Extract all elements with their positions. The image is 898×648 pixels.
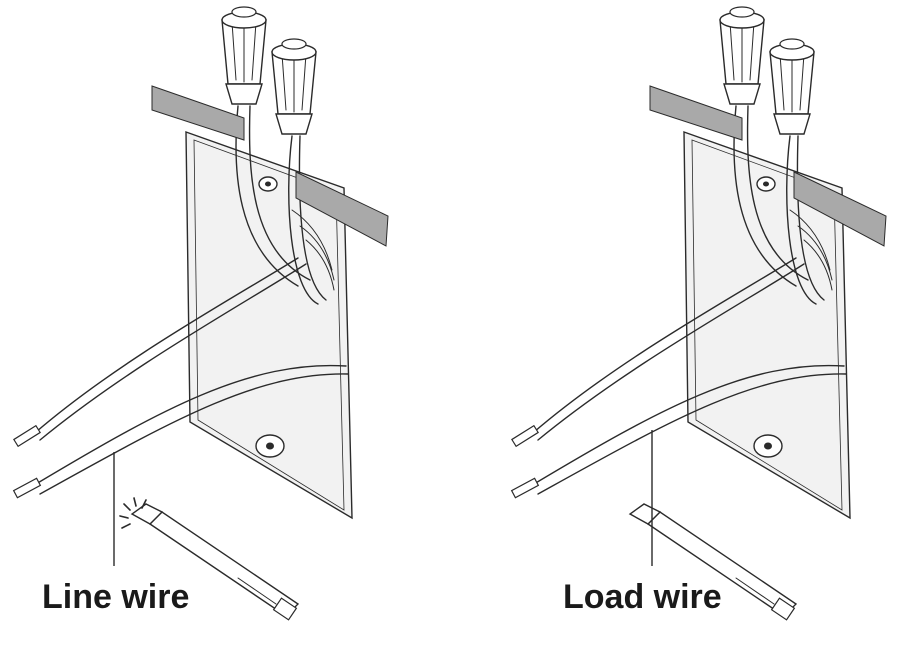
- line-wire-label: Line wire: [42, 578, 190, 616]
- load-wire-panel: [510, 6, 887, 621]
- line-wire-panel: [12, 6, 389, 621]
- load-wire-label: Load wire: [563, 578, 722, 616]
- tester-beep-icon: [119, 497, 147, 529]
